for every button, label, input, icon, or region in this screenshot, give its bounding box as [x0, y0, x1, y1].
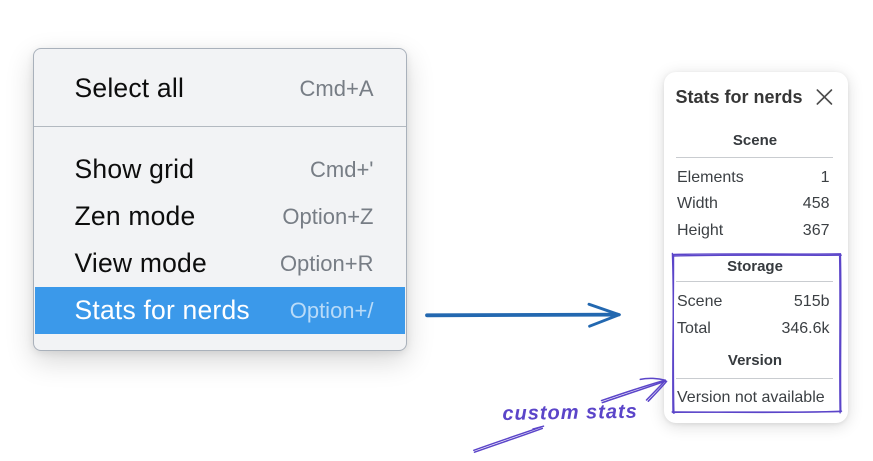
- svg-text:custom stats: custom stats: [502, 401, 638, 425]
